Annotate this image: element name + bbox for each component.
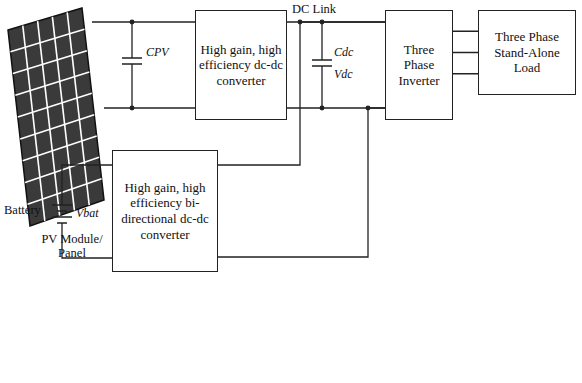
pv-wire — [104, 107, 195, 108]
pv-panel-frame — [8, 8, 104, 226]
process-box: High gain, high efficiency dc-dc convert… — [195, 10, 287, 120]
process-box: High gain, high efficiency bi-directiona… — [112, 150, 218, 272]
capacitor-label: Cdc — [334, 46, 353, 60]
junction-dot — [130, 106, 134, 110]
pv-wire — [92, 21, 195, 22]
pv-cell-line — [15, 72, 89, 95]
box-text: High gain, high efficiency dc-dc convert… — [199, 42, 283, 89]
pv-cell-line — [28, 179, 102, 205]
pv-cell-line — [18, 93, 92, 117]
voltage-label: Vdc — [334, 68, 353, 82]
voltage-label: Vbat — [76, 207, 99, 221]
component-label: Battery — [4, 203, 41, 217]
wire-connector — [287, 22, 385, 108]
pv-cell-line — [10, 29, 84, 51]
pv-cell-line — [67, 12, 89, 205]
pv-cell-line — [23, 136, 97, 161]
box-text: High gain, high efficiency bi-directiona… — [116, 180, 214, 242]
capacitor-symbol — [122, 22, 142, 108]
capacitor-symbol — [312, 22, 332, 108]
battery-symbol — [52, 205, 72, 223]
box-text: Three Phase Stand-Alone Load — [482, 29, 572, 76]
pv-cell-line — [20, 115, 94, 139]
wire-connector — [453, 31, 478, 74]
pv-cell-line — [13, 51, 87, 74]
capacitor-label: CPV — [146, 46, 169, 60]
process-box: Three Phase Stand-Alone Load — [478, 10, 576, 95]
process-box: Three Phase Inverter — [385, 10, 453, 120]
box-text: Three Phase Inverter — [389, 42, 449, 89]
component-label: PV Module/ Panel — [40, 232, 104, 261]
pv-panel-illustration — [8, 8, 104, 226]
junction-dot — [130, 20, 134, 24]
bus-label: DC Link — [292, 2, 336, 16]
